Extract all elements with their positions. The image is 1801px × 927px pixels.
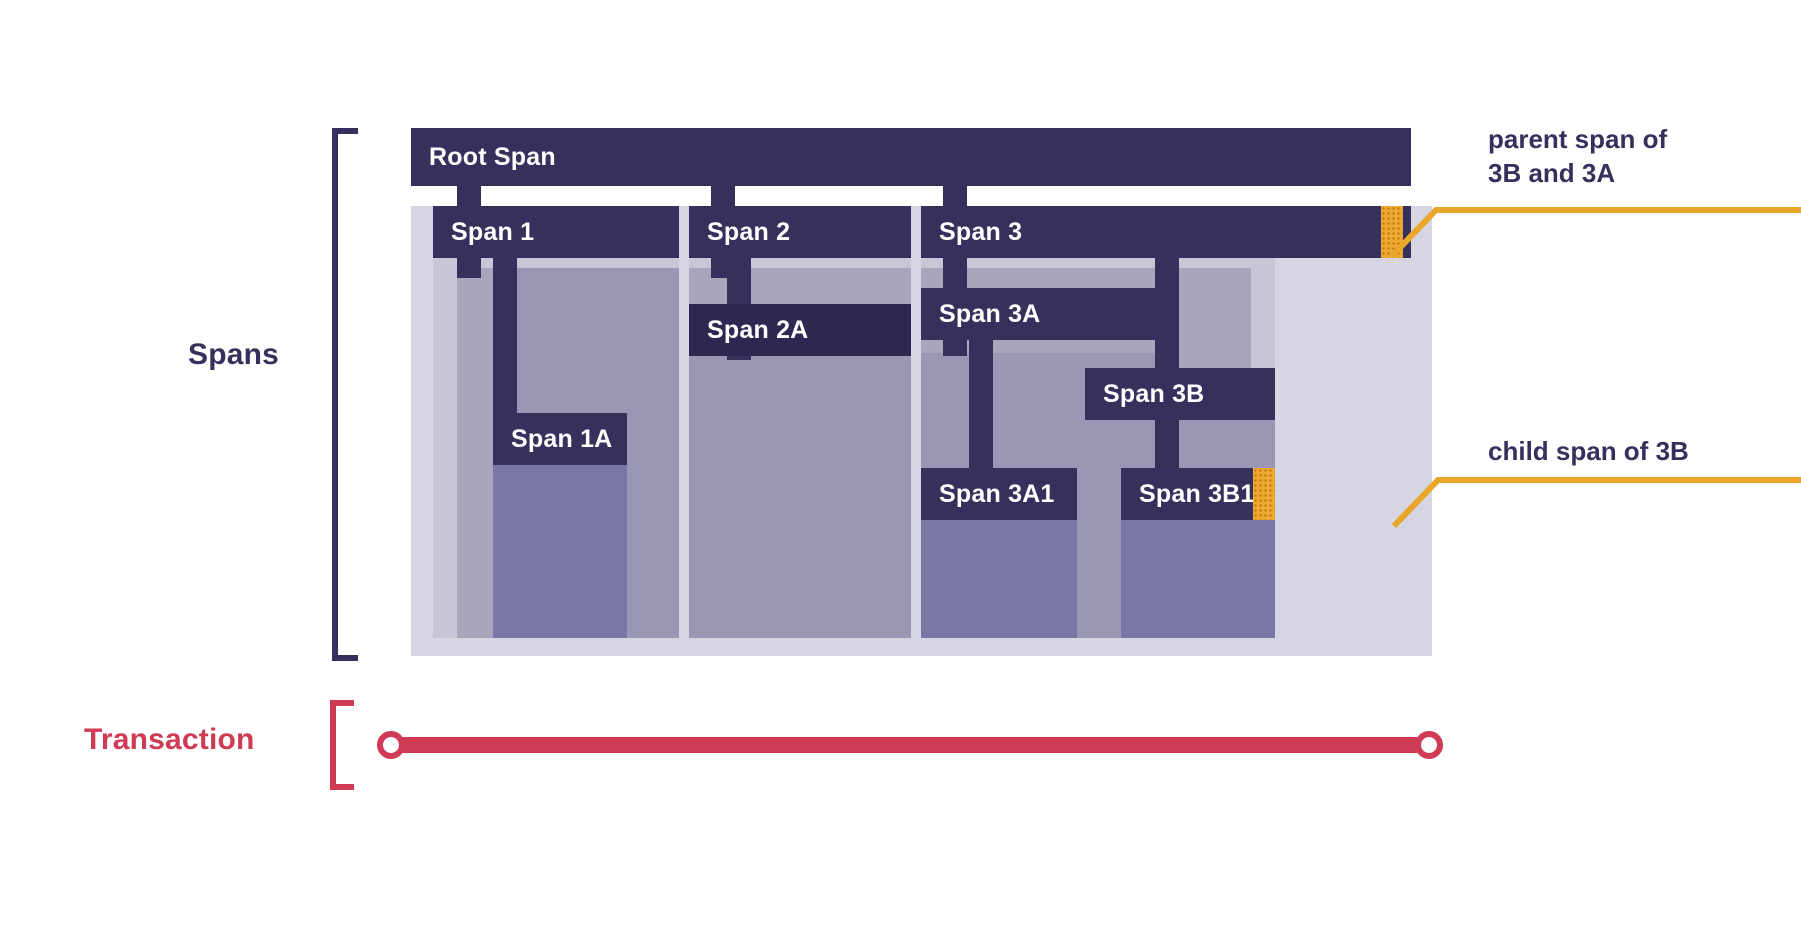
span-bar-span-3b[interactable]: Span 3B: [1085, 368, 1275, 420]
transaction-end-marker: [1415, 731, 1443, 759]
span-label-span-3: Span 3: [939, 217, 1023, 246]
span-label-span-3b: Span 3B: [1103, 379, 1205, 408]
lane-span-2a-body: [689, 356, 911, 638]
span-bar-span-1a[interactable]: Span 1A: [493, 413, 627, 465]
callout-text-child-span: child span of 3B: [1488, 436, 1689, 466]
transaction-group-label: Transaction: [84, 723, 255, 756]
callout-leader-line-parent: [1389, 207, 1801, 259]
span-label-span-3a1: Span 3A1: [939, 479, 1055, 508]
highlight-marker-child-span: [1253, 468, 1275, 520]
span-label-span-3b1: Span 3B1: [1139, 479, 1255, 508]
callout-text-parent-span: parent span of 3B and 3A: [1488, 124, 1668, 189]
span-label-span-3a: Span 3A: [939, 299, 1041, 328]
span-label-span-2: Span 2: [707, 217, 791, 246]
span-label-span-1: Span 1: [451, 217, 535, 246]
lane-span-1a-body: [493, 439, 627, 638]
span-label-span-2a: Span 2A: [707, 315, 809, 344]
span-bar-root[interactable]: Root Span: [411, 128, 1411, 186]
transaction-bracket: [330, 700, 354, 790]
span-bar-span-2a[interactable]: Span 2A: [689, 304, 911, 356]
transaction-duration-bar: [392, 737, 1429, 753]
spans-bracket: [332, 128, 358, 661]
spans-group-label: Spans: [188, 338, 280, 371]
span-bar-span-3b1[interactable]: Span 3B1: [1121, 468, 1275, 520]
stem-span-3a-to-3a1: [969, 340, 993, 490]
span-bar-span-2[interactable]: Span 2: [689, 206, 911, 258]
span-label-span-1a: Span 1A: [511, 424, 613, 453]
callout-leader-line-child: [1391, 477, 1801, 529]
spans-diagram: Root Span Span 1 Span 1A Span 2 Span 2A …: [411, 128, 1432, 656]
span-bar-span-3a[interactable]: Span 3A: [921, 288, 1155, 340]
span-bar-span-3a1[interactable]: Span 3A1: [921, 468, 1077, 520]
span-label-root: Root Span: [429, 142, 556, 171]
transaction-start-marker: [377, 731, 405, 759]
span-bar-span-3[interactable]: Span 3: [921, 206, 1411, 258]
highlight-marker-parent-span: [1381, 206, 1403, 258]
span-bar-span-1[interactable]: Span 1: [433, 206, 679, 258]
